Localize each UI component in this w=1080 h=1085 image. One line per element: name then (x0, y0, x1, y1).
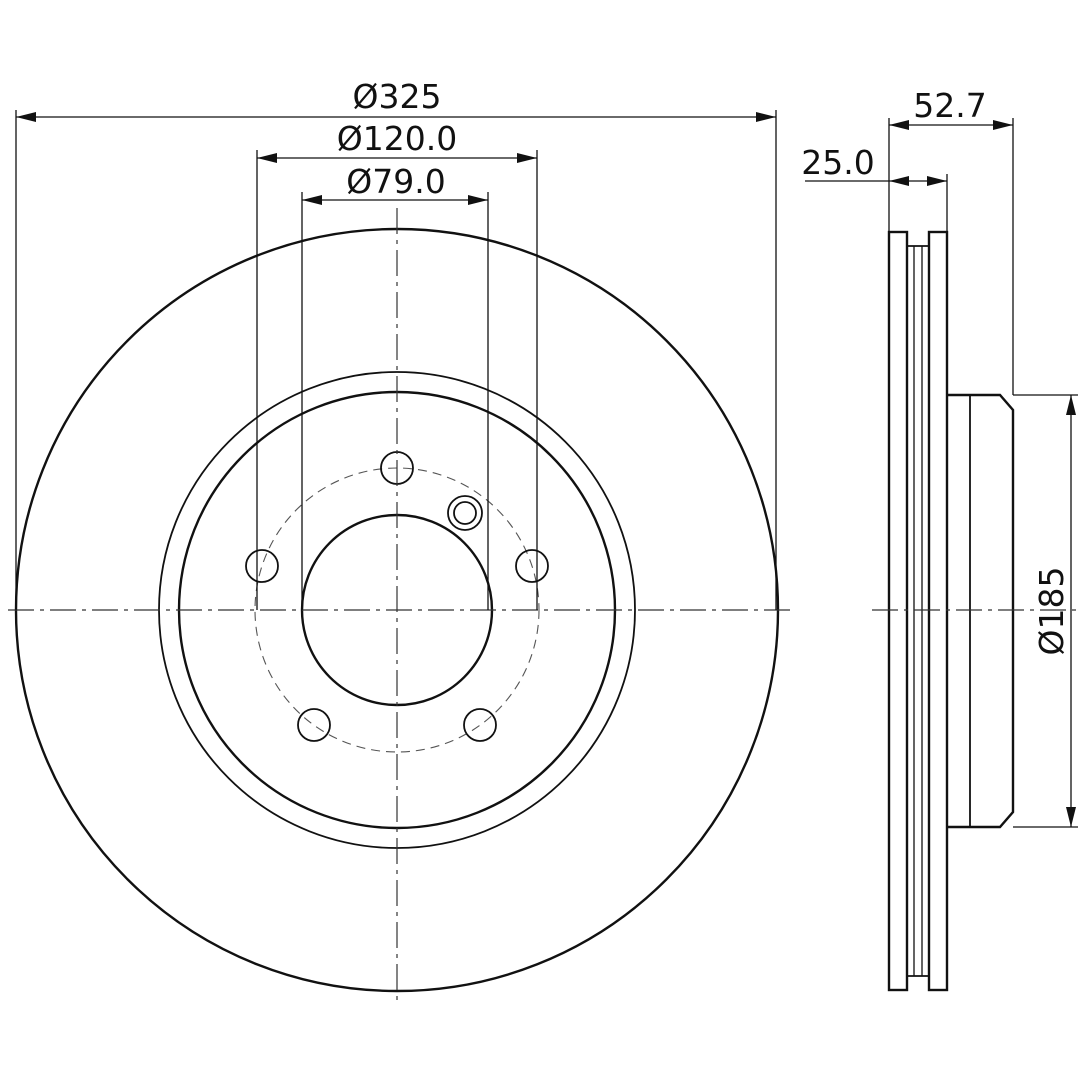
dimension-hub-diameter: Ø120.0 (256, 119, 538, 610)
bolt-hole-left (245, 549, 279, 583)
bolt-hole-right (515, 549, 549, 583)
locating-hole-outer (447, 495, 483, 531)
disc-thickness-label: 25.0 (801, 143, 874, 182)
side-view (872, 230, 1080, 992)
front-view (8, 208, 792, 1002)
arrowhead-right (993, 120, 1013, 130)
dimension-center-bore: Ø79.0 (301, 162, 489, 610)
locating-hole-inner (453, 501, 477, 525)
arrowhead-left (257, 153, 277, 163)
hub-diameter-label: Ø120.0 (337, 119, 457, 158)
arrowhead-left (302, 195, 322, 205)
arrowhead-right (468, 195, 488, 205)
bolt-hole-bottom-left (297, 708, 331, 742)
hat-diameter-label: Ø185 (1032, 567, 1071, 656)
arrowhead-top (1066, 395, 1076, 415)
dimension-total-height: 52.7 (888, 86, 1014, 395)
arrowhead-right (927, 176, 947, 186)
bolt-hole-bottom-right (463, 708, 497, 742)
center-bore-label: Ø79.0 (346, 162, 445, 201)
outer-diameter-label: Ø325 (353, 77, 442, 116)
total-height-label: 52.7 (913, 86, 986, 125)
friction-plate-outer (887, 230, 909, 992)
hat-profile (947, 393, 1015, 829)
arrowhead-left (889, 120, 909, 130)
arrowhead-right (756, 112, 776, 122)
friction-plate-inner (927, 230, 949, 992)
dimension-hat-diameter: Ø185 (1013, 394, 1078, 828)
arrowhead-bottom (1066, 807, 1076, 827)
arrowhead-right (517, 153, 537, 163)
arrowhead-left (889, 176, 909, 186)
arrowhead-left (16, 112, 36, 122)
dimension-outer-diameter: Ø325 (15, 77, 777, 610)
dimension-disc-thickness: 25.0 (801, 143, 948, 232)
